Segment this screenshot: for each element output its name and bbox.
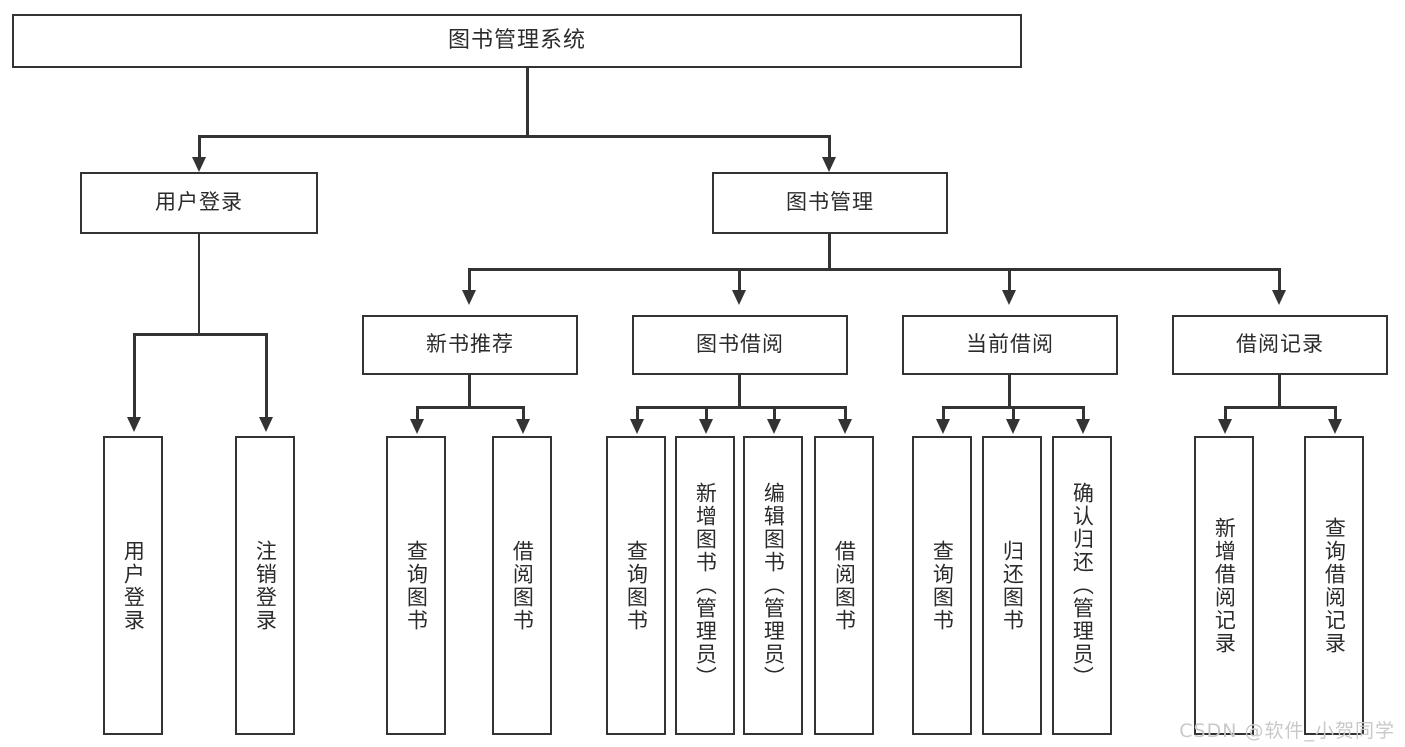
- node-label: 图书管理: [786, 190, 874, 215]
- node-root-system[interactable]: 图书管理系统: [12, 14, 1022, 68]
- leaf-borrow-record-query[interactable]: 查询借阅记录: [1304, 436, 1364, 735]
- connector-root-to-book-manage: [828, 135, 831, 159]
- leaf-book-borrow-query-book[interactable]: 查询图书: [606, 436, 666, 735]
- arrow-to-user-login: [191, 157, 206, 172]
- connector-current-borrow-stem: [1008, 375, 1011, 408]
- node-label: 新增借阅记录: [1212, 516, 1237, 655]
- connector-root-stem: [526, 68, 529, 137]
- node-new-book-recommend[interactable]: 新书推荐: [362, 315, 578, 375]
- node-label: 新增图书（管理员）: [693, 482, 718, 689]
- connector-to-borrow-record: [1278, 268, 1281, 292]
- connector-to-new-book: [468, 268, 471, 292]
- node-current-borrow[interactable]: 当前借阅: [902, 315, 1118, 375]
- connector-new-book-l1: [416, 406, 419, 420]
- arrow-to-leaf-logout: [258, 417, 273, 432]
- connector-current-borrow-l1: [942, 406, 945, 420]
- node-label: 当前借阅: [966, 332, 1054, 357]
- node-borrow-record[interactable]: 借阅记录: [1172, 315, 1388, 375]
- arrow-borrow-record-add: [1217, 419, 1232, 434]
- connector-user-login-left: [133, 333, 136, 419]
- connector-to-book-borrow: [738, 268, 741, 292]
- node-user-login[interactable]: 用户登录: [80, 172, 318, 234]
- connector-borrow-record-l2: [1334, 406, 1337, 420]
- leaf-current-borrow-confirm-return[interactable]: 确认归还（管理员）: [1052, 436, 1112, 735]
- node-label: 编辑图书（管理员）: [761, 482, 786, 689]
- node-book-borrow[interactable]: 图书借阅: [632, 315, 848, 375]
- leaf-new-book-borrow-book[interactable]: 借阅图书: [492, 436, 552, 735]
- node-label: 借阅图书: [510, 539, 535, 632]
- arrow-new-book-query: [409, 419, 424, 434]
- connector-user-login-bus: [133, 333, 265, 336]
- node-label: 新书推荐: [426, 332, 514, 357]
- node-label: 图书借阅: [696, 332, 784, 357]
- node-label: 查询图书: [404, 539, 429, 632]
- leaf-logout[interactable]: 注销登录: [235, 436, 295, 735]
- arrow-to-leaf-user-login: [126, 417, 141, 432]
- connector-borrow-record-bus: [1224, 406, 1334, 409]
- connector-borrow-record-l1: [1224, 406, 1227, 420]
- watermark-text: CSDN @软件_小贺同学: [1179, 720, 1395, 742]
- arrow-book-borrow-edit: [766, 419, 781, 434]
- node-label: 图书管理系统: [447, 27, 586, 53]
- connector-book-manage-stem: [828, 234, 831, 270]
- leaf-new-book-query-book[interactable]: 查询图书: [386, 436, 446, 735]
- connector-book-borrow-l3: [773, 406, 776, 420]
- arrow-current-borrow-confirm: [1075, 419, 1090, 434]
- connector-to-current-borrow: [1008, 268, 1011, 292]
- leaf-current-borrow-return-book[interactable]: 归还图书: [982, 436, 1042, 735]
- connector-borrow-record-stem: [1278, 375, 1281, 408]
- node-book-manage[interactable]: 图书管理: [712, 172, 948, 234]
- connector-current-borrow-l2: [1012, 406, 1015, 420]
- arrow-current-borrow-return: [1005, 419, 1020, 434]
- connector-user-login-right: [265, 333, 268, 419]
- arrow-book-borrow-lend: [837, 419, 852, 434]
- node-label: 查询图书: [930, 539, 955, 632]
- connector-book-borrow-l2: [705, 406, 708, 420]
- connector-root-to-user-login: [198, 135, 201, 159]
- connector-root-bus: [198, 135, 830, 138]
- arrow-new-book-borrow: [515, 419, 530, 434]
- leaf-current-borrow-query-book[interactable]: 查询图书: [912, 436, 972, 735]
- node-label: 用户登录: [121, 539, 146, 632]
- node-label: 注销登录: [253, 539, 278, 632]
- connector-new-book-l2: [522, 406, 525, 420]
- arrow-to-current-borrow: [1001, 290, 1016, 305]
- node-label: 确认归还（管理员）: [1070, 482, 1095, 689]
- node-label: 借阅记录: [1236, 332, 1324, 357]
- connector-user-login-stem: [197, 234, 200, 335]
- arrow-to-new-book: [461, 290, 476, 305]
- leaf-borrow-record-add[interactable]: 新增借阅记录: [1194, 436, 1254, 735]
- leaf-book-borrow-lend-book[interactable]: 借阅图书: [814, 436, 874, 735]
- node-label: 归还图书: [1000, 539, 1025, 632]
- node-label: 查询图书: [624, 539, 649, 632]
- leaf-book-borrow-edit-book[interactable]: 编辑图书（管理员）: [743, 436, 803, 735]
- leaf-book-borrow-add-book[interactable]: 新增图书（管理员）: [675, 436, 735, 735]
- arrow-current-borrow-query: [935, 419, 950, 434]
- arrow-to-book-borrow: [731, 290, 746, 305]
- arrow-to-book-manage: [821, 157, 836, 172]
- connector-new-book-stem: [468, 375, 471, 408]
- node-label: 查询借阅记录: [1322, 516, 1347, 655]
- arrow-book-borrow-add: [698, 419, 713, 434]
- arrow-to-borrow-record: [1271, 290, 1286, 305]
- connector-book-borrow-l1: [636, 406, 639, 420]
- arrow-book-borrow-query: [629, 419, 644, 434]
- connector-current-borrow-l3: [1082, 406, 1085, 420]
- connector-new-book-bus: [416, 406, 522, 409]
- connector-book-borrow-l4: [844, 406, 847, 420]
- connector-book-borrow-bus: [636, 406, 844, 409]
- arrow-borrow-record-query: [1327, 419, 1342, 434]
- connector-book-borrow-stem: [738, 375, 741, 408]
- node-label: 借阅图书: [832, 539, 857, 632]
- leaf-user-login[interactable]: 用户登录: [103, 436, 163, 735]
- node-label: 用户登录: [155, 190, 243, 215]
- connector-book-manage-bus: [468, 268, 1280, 271]
